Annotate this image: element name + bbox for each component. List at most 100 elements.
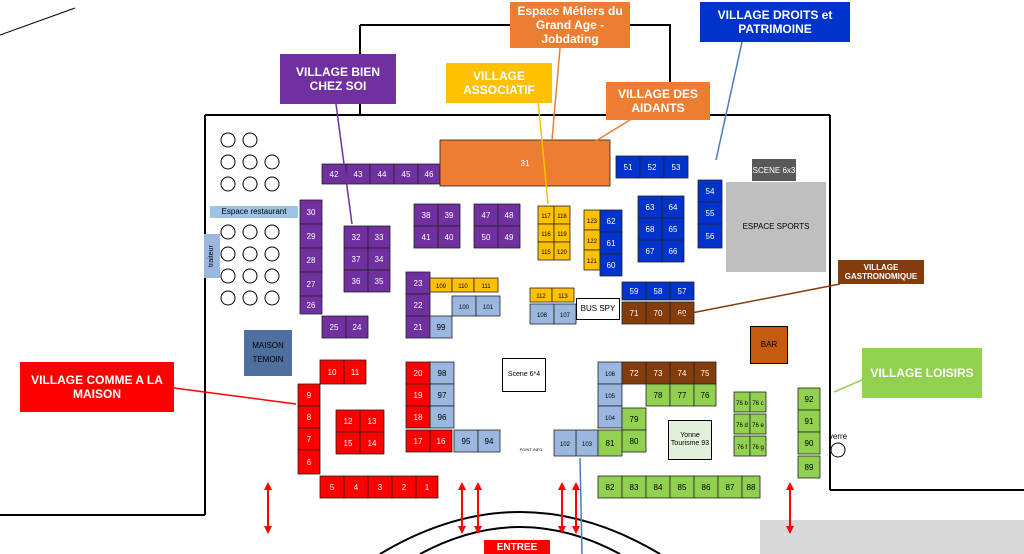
village-loisirs-label: VILLAGE LOISIRS [862, 348, 982, 398]
stand-number: 87 [726, 483, 735, 492]
espace-sports-label: ESPACE SPORTS [726, 182, 826, 272]
stand-number: 123 [587, 219, 598, 225]
stand-blue [599, 253, 623, 277]
stand-number: 45 [402, 170, 411, 179]
stand-number: 49 [505, 233, 514, 242]
village-droits-label: VILLAGE DROITS et PATRIMOINE [700, 2, 850, 42]
village-metiers-label: Espace Métiers du Grand Age - Jobdating [510, 2, 630, 48]
stand-blue [663, 155, 689, 179]
stand-number: 117 [541, 214, 551, 220]
stand-number: 81 [606, 439, 615, 448]
leader-line [675, 283, 841, 317]
stand-number: 76 d [736, 423, 748, 429]
stand-number: 76 c [752, 401, 763, 407]
stand-number: 76 e [752, 423, 764, 429]
village-associatif-label: VILLAGE ASSOCIATIF [446, 63, 552, 103]
stand-number: 41 [422, 233, 431, 242]
stand-green [597, 429, 623, 457]
stand-number: 17 [414, 437, 423, 446]
stand-number: 2 [402, 483, 407, 492]
stand-number: 38 [422, 211, 431, 220]
stand-number: 60 [607, 261, 616, 270]
stand-number: 30 [307, 208, 316, 217]
stand-number: 25 [330, 323, 339, 332]
stand-number: 10 [328, 368, 337, 377]
stand-number: 14 [368, 439, 377, 448]
stand-number: 43 [354, 170, 363, 179]
stand-number: 13 [368, 417, 377, 426]
stand-number: 109 [436, 284, 447, 290]
stand-number: 90 [805, 439, 814, 448]
stand-number: 22 [414, 301, 423, 310]
stand-green [749, 435, 767, 457]
stand-number: 100 [459, 305, 470, 311]
stand-number: 108 [537, 313, 548, 319]
stand-purple [437, 225, 461, 249]
stand-lightblue [553, 429, 577, 457]
village-bien-chez-soi-label: VILLAGE BIEN CHEZ SOI [280, 54, 396, 104]
stand-number: 19 [414, 391, 423, 400]
stand-number: 15 [344, 439, 353, 448]
stand-number: 110 [458, 284, 468, 290]
stand-yellow [551, 287, 575, 303]
stand-number: 82 [606, 483, 615, 492]
entrance-arrows [264, 482, 794, 534]
stand-number: 44 [378, 170, 387, 179]
stand-red [343, 359, 367, 385]
stand-number: 70 [654, 309, 663, 318]
stand-green [797, 455, 821, 479]
stand-number: 111 [481, 284, 491, 290]
stand-red [359, 431, 385, 455]
scene-sports-label: SCENE 6x3 [752, 159, 796, 181]
stand-number: 99 [437, 323, 446, 332]
stand-number: 4 [354, 483, 359, 492]
leader-lines [173, 41, 863, 554]
leader-line [715, 41, 743, 161]
stand-number: 26 [307, 301, 316, 310]
leader-line [593, 119, 631, 143]
stand-number: 18 [414, 413, 423, 422]
stand-number: 122 [587, 239, 598, 245]
arrowhead-icon [572, 482, 580, 490]
stand-number: 12 [344, 417, 353, 426]
stand-number: 39 [445, 211, 454, 220]
yonne-label: Yonne Tourisme 93 [668, 420, 712, 460]
stand-number: 28 [307, 256, 316, 265]
stand-number: 47 [482, 211, 491, 220]
stand-number: 120 [557, 250, 568, 256]
stand-number: 113 [558, 294, 568, 300]
stand-number: 53 [672, 163, 681, 172]
stand-number: 35 [375, 277, 384, 286]
stand-number: 88 [747, 483, 756, 492]
stand-number: 115 [541, 250, 551, 256]
point-info-label: POINT INFO [519, 447, 543, 452]
stand-number: 23 [414, 279, 423, 288]
stand-number: 76 b [736, 401, 748, 407]
bottom-corridor [760, 520, 1024, 554]
stand-number: 31 [521, 159, 530, 168]
stand-number: 85 [678, 483, 687, 492]
stand-number: 76 [701, 391, 710, 400]
leader-line [833, 379, 863, 393]
stand-orange [439, 139, 611, 187]
stand-blue [669, 281, 695, 301]
stand-number: 105 [605, 394, 616, 400]
stand-number: 21 [414, 323, 423, 332]
stand-yellow [553, 241, 571, 261]
stand-number: 37 [352, 255, 361, 264]
leader-line [551, 47, 561, 141]
stand-number: 67 [646, 247, 655, 256]
stand-purple [367, 269, 391, 293]
stand-number: 89 [805, 463, 814, 472]
arrowhead-icon [458, 482, 466, 490]
stand-red [415, 475, 439, 499]
stand-red [297, 449, 321, 475]
traiteur-label: traiteur [204, 234, 220, 278]
stand-number: 107 [560, 313, 571, 319]
stand-purple [345, 315, 369, 339]
stand-green [693, 383, 717, 407]
stand-number: 36 [352, 277, 361, 286]
leader-line [579, 457, 583, 554]
stand-number: 64 [669, 203, 678, 212]
